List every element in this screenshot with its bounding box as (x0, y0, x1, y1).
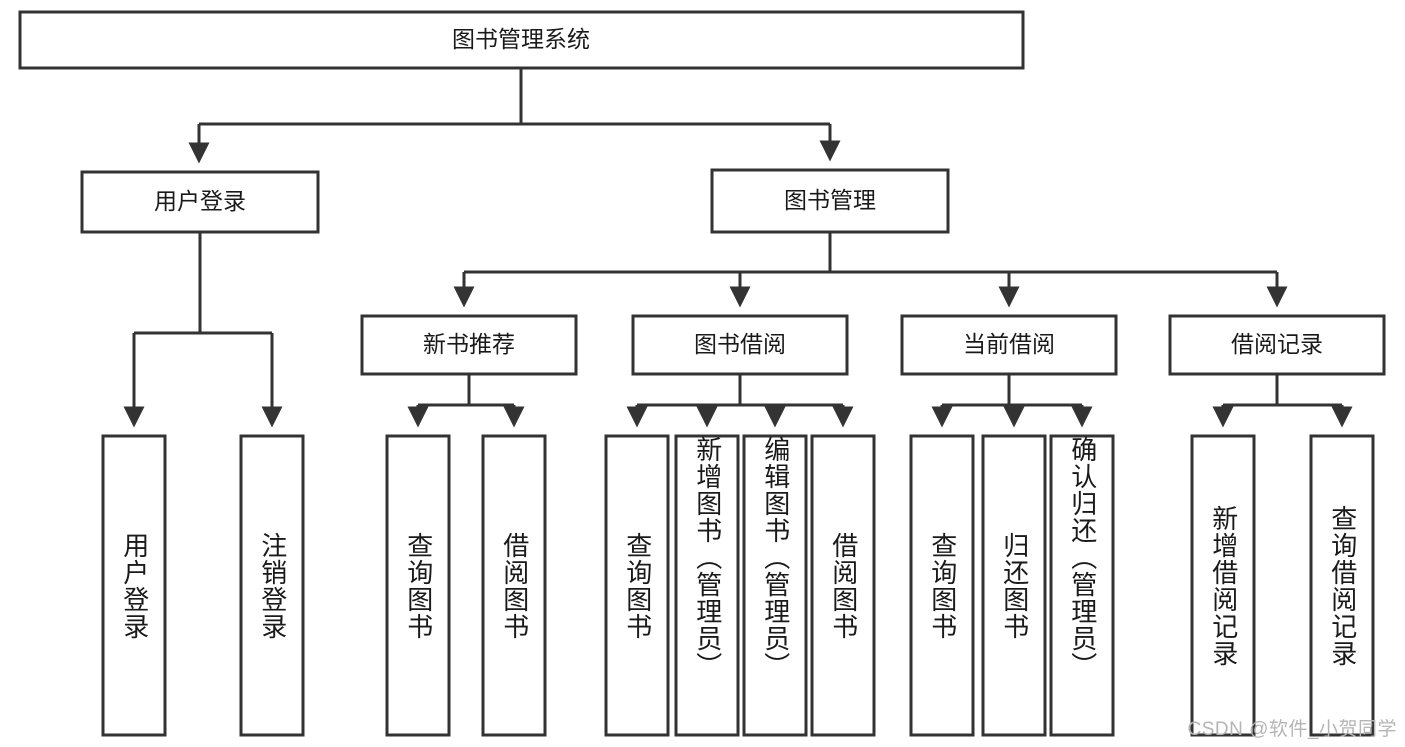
node-user-login[interactable]: 用户登录 (80, 170, 320, 234)
node-root[interactable]: 图书管理系统 (18, 10, 1025, 70)
node-borrow-record-label: 借阅记录 (1231, 331, 1323, 357)
leaf-box-user-login[interactable] (101, 434, 167, 737)
connector-root-to-level1 (188, 68, 841, 164)
leaf-box-borrow-book-1[interactable] (481, 434, 547, 737)
node-borrow-record[interactable]: 借阅记录 (1168, 314, 1386, 376)
node-root-label: 图书管理系统 (452, 26, 590, 52)
leaf-box-borrow-book-2[interactable] (810, 434, 876, 737)
node-current-borrow-label: 当前借阅 (963, 331, 1055, 357)
leaf-box-query-book-1[interactable] (385, 434, 451, 737)
node-new-book-rec-label: 新书推荐 (423, 331, 515, 357)
leaf-box-confirm-return[interactable] (1049, 434, 1115, 737)
connector-new-book-rec-to-leaves (407, 374, 525, 428)
connector-current-borrow-to-leaves (931, 374, 1093, 428)
connector-user-login-to-leaves (123, 232, 283, 428)
leaf-box-query-record[interactable] (1309, 434, 1375, 737)
leaf-box-edit-book[interactable] (742, 434, 808, 737)
leaf-box-query-book-2[interactable] (604, 434, 670, 737)
leaf-box-query-book-3[interactable] (909, 434, 975, 737)
leaf-box-add-record[interactable] (1190, 434, 1256, 737)
connector-borrow-record-to-leaves (1212, 374, 1353, 428)
node-book-borrow-label: 图书借阅 (694, 331, 786, 357)
node-book-manage-label: 图书管理 (784, 187, 876, 213)
node-user-login-label: 用户登录 (154, 188, 246, 214)
leaf-box-return-book[interactable] (981, 434, 1047, 737)
connector-book-manage-to-level2 (453, 232, 1288, 308)
leaf-box-add-book[interactable] (674, 434, 740, 737)
node-book-borrow[interactable]: 图书借阅 (631, 314, 849, 376)
leaf-box-logout[interactable] (239, 434, 305, 737)
node-book-manage[interactable]: 图书管理 (710, 168, 950, 234)
node-current-borrow[interactable]: 当前借阅 (900, 314, 1118, 376)
csdn-watermark: CSDN @软件_小贺同学 (1187, 719, 1397, 740)
node-new-book-rec[interactable]: 新书推荐 (360, 314, 578, 376)
connector-book-borrow-to-leaves (626, 374, 854, 428)
